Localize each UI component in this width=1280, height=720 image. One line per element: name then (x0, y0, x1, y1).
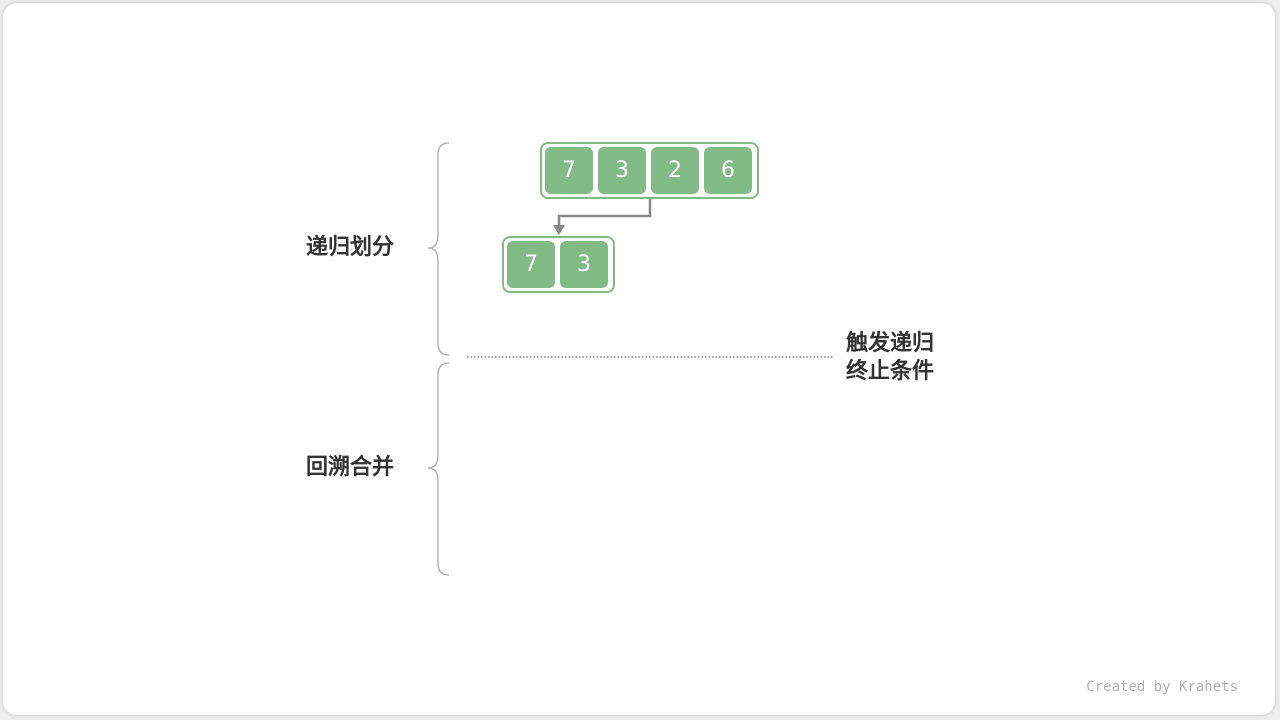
label-recursive-divide: 递归划分 (306, 235, 395, 260)
label-termination-line2: 终止条件 (846, 359, 935, 384)
array-cell: 6 (704, 147, 752, 194)
label-termination-condition: 触发递归 终止条件 (846, 330, 934, 386)
diagram-canvas: 递归划分 回溯合并 触发递归 终止条件 7 3 2 6 7 3 Created … (3, 3, 1275, 715)
split-arrow (557, 199, 652, 229)
divide-brace (427, 142, 450, 356)
array-cell: 3 (560, 241, 608, 288)
array-cell: 3 (598, 147, 646, 194)
array-top: 7 3 2 6 (540, 142, 759, 199)
array-cell: 7 (507, 241, 555, 288)
array-cell: 7 (545, 147, 593, 194)
array-cell: 2 (651, 147, 699, 194)
array-left-half: 7 3 (502, 236, 615, 293)
label-backtrack-merge: 回溯合并 (306, 455, 395, 480)
diagram-lines (427, 142, 833, 576)
merge-brace (427, 362, 450, 576)
label-termination-line1: 触发递归 (846, 331, 935, 356)
credit-text: Created by Krahets (1086, 679, 1238, 695)
split-arrowhead (553, 225, 565, 235)
